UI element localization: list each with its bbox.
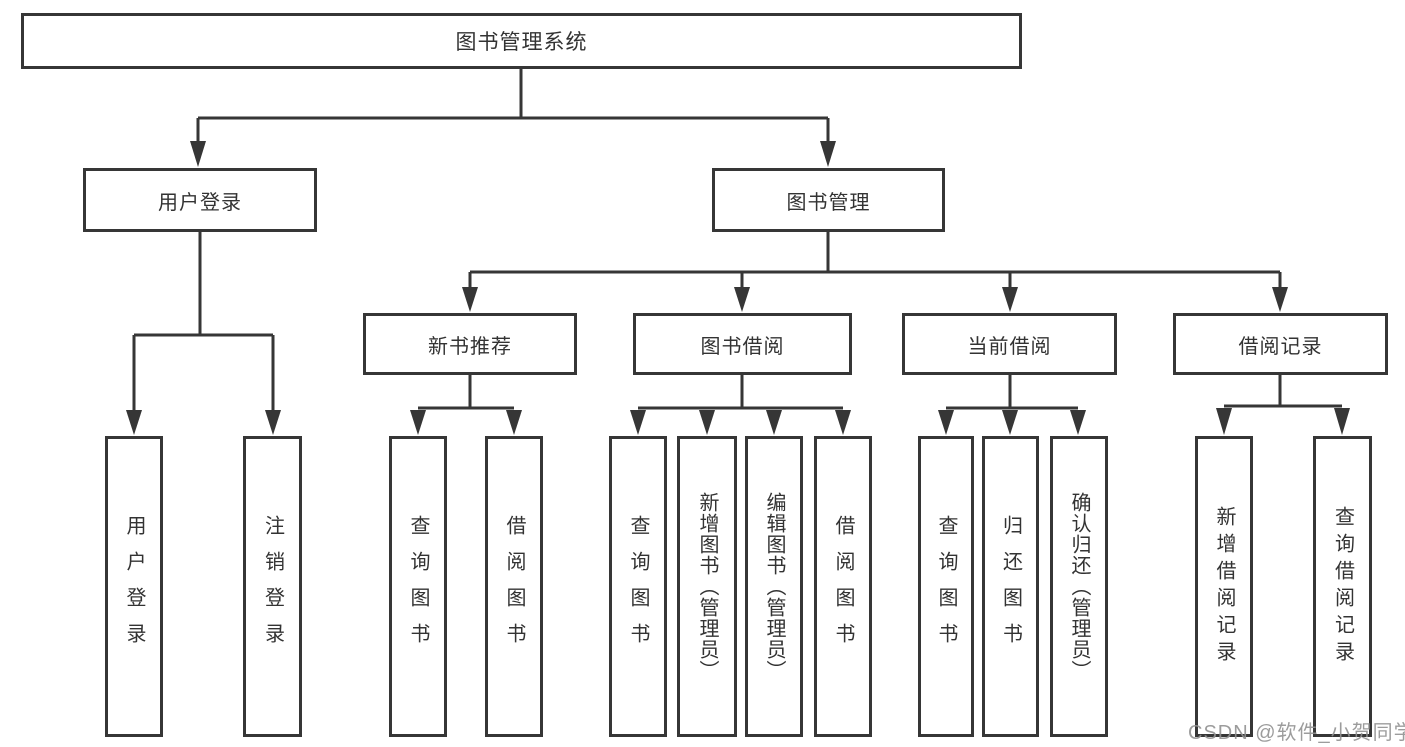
node-current-borrow: 当前借阅 (902, 313, 1117, 375)
arrowhead-r-query (1334, 408, 1350, 435)
arrowhead-newbook (462, 287, 478, 312)
arrowhead-nb-query (410, 410, 426, 435)
node-current-borrow-label: 当前借阅 (967, 335, 1052, 358)
leaf-current-return-label: 归还图书 (999, 514, 1022, 659)
arrowhead-login (190, 141, 206, 167)
node-borrow-records-label: 借阅记录 (1238, 335, 1323, 358)
leaf-borrow-borrow-book-label: 借阅图书 (832, 514, 854, 659)
leaf-borrow-add-book-label: 新增图书（管理员） (696, 492, 718, 681)
node-user-login-group: 用户登录 (83, 168, 317, 232)
connector-paths (132, 68, 1342, 412)
leaf-user-login-label: 用户登录 (123, 514, 145, 659)
arrowhead-b-borrow (835, 410, 851, 435)
arrowhead-c-confirm (1070, 410, 1086, 435)
leaf-borrow-add-book: 新增图书（管理员） (677, 436, 737, 737)
csdn-watermark: CSDN @软件_小贺同学 (1188, 722, 1405, 744)
node-user-login-group-label: 用户登录 (158, 191, 242, 214)
leaf-current-confirm-return: 确认归还（管理员） (1050, 436, 1108, 737)
node-book-borrow-label: 图书借阅 (700, 335, 785, 358)
node-book-borrow: 图书借阅 (633, 313, 852, 375)
leaf-current-return: 归还图书 (982, 436, 1039, 737)
leaf-logout-label: 注销登录 (261, 514, 284, 659)
leaf-newbook-borrow: 借阅图书 (485, 436, 543, 737)
leaf-current-confirm-return-label: 确认归还（管理员） (1068, 492, 1090, 681)
arrowhead-b-query (630, 410, 646, 435)
leaf-records-add: 新增借阅记录 (1195, 436, 1253, 737)
leaf-borrow-edit-book-label: 编辑图书（管理员） (763, 492, 785, 681)
arrowhead-logout (265, 410, 281, 435)
leaf-borrow-edit-book: 编辑图书（管理员） (745, 436, 803, 737)
node-new-book-recommend-label: 新书推荐 (428, 335, 512, 358)
arrowhead-b-edit (766, 410, 782, 435)
node-new-book-recommend: 新书推荐 (363, 313, 577, 375)
leaf-records-query-label: 查询借阅记录 (1331, 505, 1354, 668)
leaf-current-query-label: 查询图书 (935, 514, 957, 659)
leaf-logout: 注销登录 (243, 436, 302, 737)
arrowhead-c-return (1002, 410, 1018, 435)
leaf-records-add-label: 新增借阅记录 (1213, 505, 1235, 668)
leaf-current-query: 查询图书 (918, 436, 974, 737)
leaf-borrow-query-label: 查询图书 (627, 514, 649, 659)
leaf-borrow-query: 查询图书 (609, 436, 667, 737)
node-borrow-records: 借阅记录 (1173, 313, 1388, 375)
arrowhead-current (1002, 287, 1018, 312)
arrowhead-records (1272, 287, 1288, 312)
arrowhead-nb-borrow (506, 410, 522, 435)
leaf-records-query: 查询借阅记录 (1313, 436, 1372, 737)
arrowheads (126, 141, 1350, 435)
arrowhead-mgmt (820, 141, 836, 167)
arrowhead-c-query (938, 410, 954, 435)
arrowhead-b-add (699, 410, 715, 435)
node-book-mgmt-group: 图书管理 (712, 168, 945, 232)
node-system-root: 图书管理系统 (21, 13, 1022, 69)
node-system-root-label: 图书管理系统 (455, 31, 588, 54)
arrowhead-borrow (734, 287, 750, 312)
leaf-newbook-query: 查询图书 (389, 436, 447, 737)
leaf-borrow-borrow-book: 借阅图书 (814, 436, 872, 737)
leaf-user-login: 用户登录 (105, 436, 163, 737)
leaf-newbook-borrow-label: 借阅图书 (503, 514, 525, 659)
leaf-newbook-query-label: 查询图书 (407, 514, 429, 659)
arrowhead-r-add (1216, 408, 1232, 435)
arrowhead-userlogin (126, 410, 142, 435)
node-book-mgmt-group-label: 图书管理 (786, 191, 871, 214)
